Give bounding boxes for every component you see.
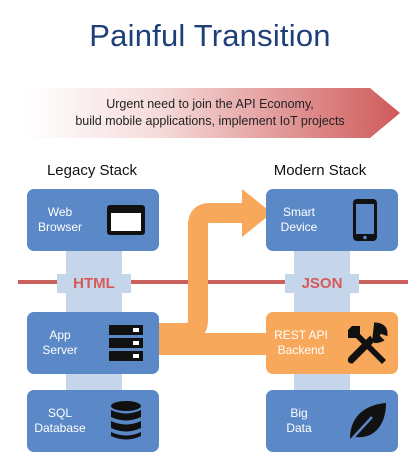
smartphone-icon <box>353 199 377 241</box>
server-rack-icon <box>109 325 143 361</box>
database-icon <box>111 401 141 440</box>
banner-text: Urgent need to join the API Economy, bui… <box>60 96 360 130</box>
banner-line-1: Urgent need to join the API Economy, <box>106 97 314 111</box>
tools-icon <box>347 322 388 364</box>
legacy-pillar-lower <box>66 372 122 392</box>
banner-line-2: build mobile applications, implement IoT… <box>75 114 345 128</box>
divider-line <box>18 280 408 284</box>
legacy-format-label: HTML <box>57 274 131 293</box>
modern-pillar-lower <box>294 372 350 392</box>
urgency-banner-arrow <box>25 88 400 138</box>
leaf-icon <box>349 403 386 442</box>
browser-window-icon <box>107 205 145 235</box>
modern-format-label: JSON <box>285 274 359 293</box>
legacy-stack-heading: Legacy Stack <box>46 162 138 179</box>
modern-stack-heading: Modern Stack <box>273 162 367 179</box>
diagram-title: Painful Transition <box>89 18 331 53</box>
transition-arrow <box>150 189 272 343</box>
server-to-backend-connector <box>152 333 270 355</box>
